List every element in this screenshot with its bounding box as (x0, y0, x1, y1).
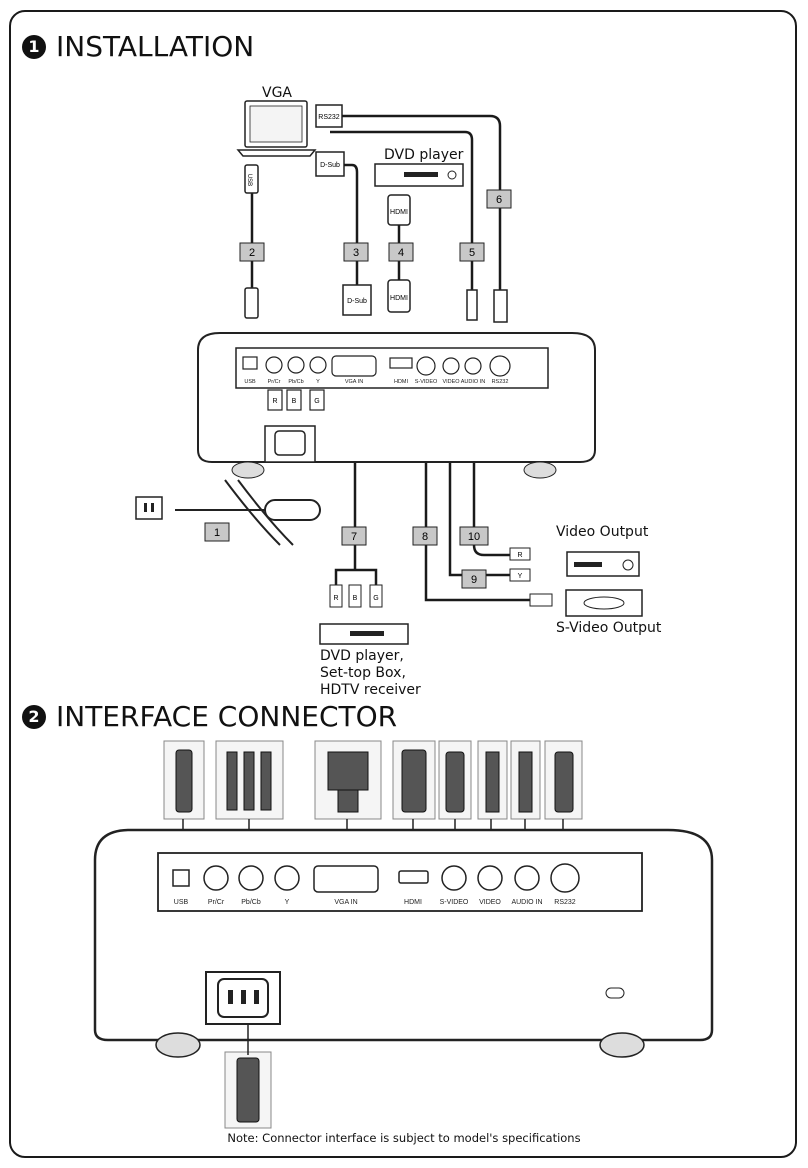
laptop-label: VGA (262, 85, 293, 101)
cable-number: 9 (471, 574, 477, 586)
dsub-connector-icon: D-Sub (315, 151, 345, 177)
svg-text:Pb/Cb: Pb/Cb (241, 899, 261, 906)
svg-text:RS232: RS232 (554, 899, 576, 906)
svg-text:HDMI: HDMI (394, 379, 409, 385)
cable-number: 5 (469, 247, 475, 259)
svg-text:VGA IN: VGA IN (345, 379, 363, 385)
rs232-label: RS232 (318, 114, 340, 121)
device-line: Set-top Box, (320, 665, 406, 681)
svg-text:Pr/Cr: Pr/Cr (268, 379, 281, 385)
svg-text:AUDIO IN: AUDIO IN (511, 899, 542, 906)
svg-text:HDMI: HDMI (390, 209, 408, 216)
section-title-interface: 2 INTERFACE CONNECTOR (22, 700, 397, 733)
section-title-text: INTERFACE CONNECTOR (56, 700, 398, 733)
svg-text:HDMI: HDMI (390, 295, 408, 302)
svg-text:VIDEO: VIDEO (479, 899, 501, 906)
section-title-installation: 1 INSTALLATION (22, 30, 254, 63)
page-frame (9, 10, 797, 1158)
dvd-player-bottom-icon (319, 623, 409, 645)
svg-text:B: B (353, 595, 358, 602)
svg-text:USB: USB (246, 174, 252, 186)
svg-text:R: R (333, 595, 338, 602)
svideo-output-device-icon (565, 589, 643, 617)
svg-text:B: B (292, 398, 297, 405)
port-row-bottom (172, 863, 580, 893)
cable-number: 1 (214, 527, 220, 539)
svg-text:USB: USB (174, 899, 189, 906)
power-outlet-icon (135, 496, 163, 520)
cable-number: 4 (398, 247, 404, 259)
port-row-top (242, 355, 511, 377)
connector-plug-drawings (175, 749, 574, 813)
svg-text:RS232: RS232 (492, 379, 509, 385)
power-cord-plug-icon (224, 1024, 272, 1129)
svg-text:Y: Y (285, 899, 290, 906)
section-number: 2 (22, 704, 46, 729)
section-number: 1 (22, 34, 46, 59)
svg-text:AUDIO IN: AUDIO IN (461, 379, 485, 385)
rs232-plug-icon (493, 289, 508, 323)
svg-text:VGA IN: VGA IN (334, 899, 357, 906)
svg-text:HDMI: HDMI (404, 899, 422, 906)
dsub-plug-icon: D-Sub (342, 284, 372, 316)
usb-connector-icon: USB (244, 164, 259, 319)
projector-body-top (197, 332, 596, 479)
cable-number: 10 (468, 531, 480, 543)
cable-number: 3 (353, 247, 359, 259)
cable-number: 6 (496, 194, 502, 206)
cable-number-boxes: 2 3 4 5 6 1 7 8 9 10 (204, 189, 512, 589)
svg-text:R: R (272, 398, 277, 405)
svideo-output-label: S-Video Output (556, 620, 662, 636)
device-line: HDTV receiver (320, 682, 421, 698)
dvd-settop-hdtv-label: DVD player, Set-top Box, HDTV receiver (320, 648, 421, 699)
svg-text:Y: Y (518, 573, 523, 580)
cable-number: 7 (351, 531, 357, 543)
port-labels-top: USB Pr/Cr Pb/Cb Y VGA IN HDMI S-VIDEO VI… (244, 379, 508, 385)
svg-text:Pb/Cb: Pb/Cb (288, 379, 303, 385)
rca-plugs-bottom: R B G (329, 584, 383, 608)
svg-text:G: G (314, 398, 319, 405)
svg-text:USB: USB (244, 379, 256, 385)
rca-plugs-right: R Y (509, 547, 553, 607)
svg-text:D-Sub: D-Sub (347, 298, 367, 305)
svg-text:Pr/Cr: Pr/Cr (208, 899, 225, 906)
svg-text:VIDEO: VIDEO (442, 379, 460, 385)
svg-text:S-VIDEO: S-VIDEO (440, 899, 469, 906)
svg-text:R: R (517, 552, 522, 559)
projector-body-bottom (93, 828, 714, 1058)
cable-number: 8 (422, 531, 428, 543)
footnote: Note: Connector interface is subject to … (227, 1131, 581, 1145)
power-cable-icon (175, 479, 321, 546)
port-labels-bottom: USB Pr/Cr Pb/Cb Y VGA IN HDMI S-VIDEO VI… (174, 899, 576, 906)
audio-plug-icon (466, 289, 478, 321)
rs232-connector-icon: RS232 (315, 104, 343, 128)
video-output-device-icon (566, 551, 640, 577)
device-line: DVD player, (320, 648, 404, 664)
svg-text:Y: Y (316, 379, 320, 385)
svg-text:S-VIDEO: S-VIDEO (415, 379, 438, 385)
dvd-player-label: DVD player (384, 147, 464, 163)
dsub-label: D-Sub (320, 162, 340, 169)
laptop-icon (236, 100, 317, 157)
dvd-player-icon (374, 163, 464, 187)
cable-number: 2 (249, 247, 255, 259)
section-title-text: INSTALLATION (56, 30, 255, 63)
rca-plugs-top: R B G (267, 389, 325, 411)
svg-text:G: G (373, 595, 378, 602)
video-output-label: Video Output (556, 524, 649, 540)
